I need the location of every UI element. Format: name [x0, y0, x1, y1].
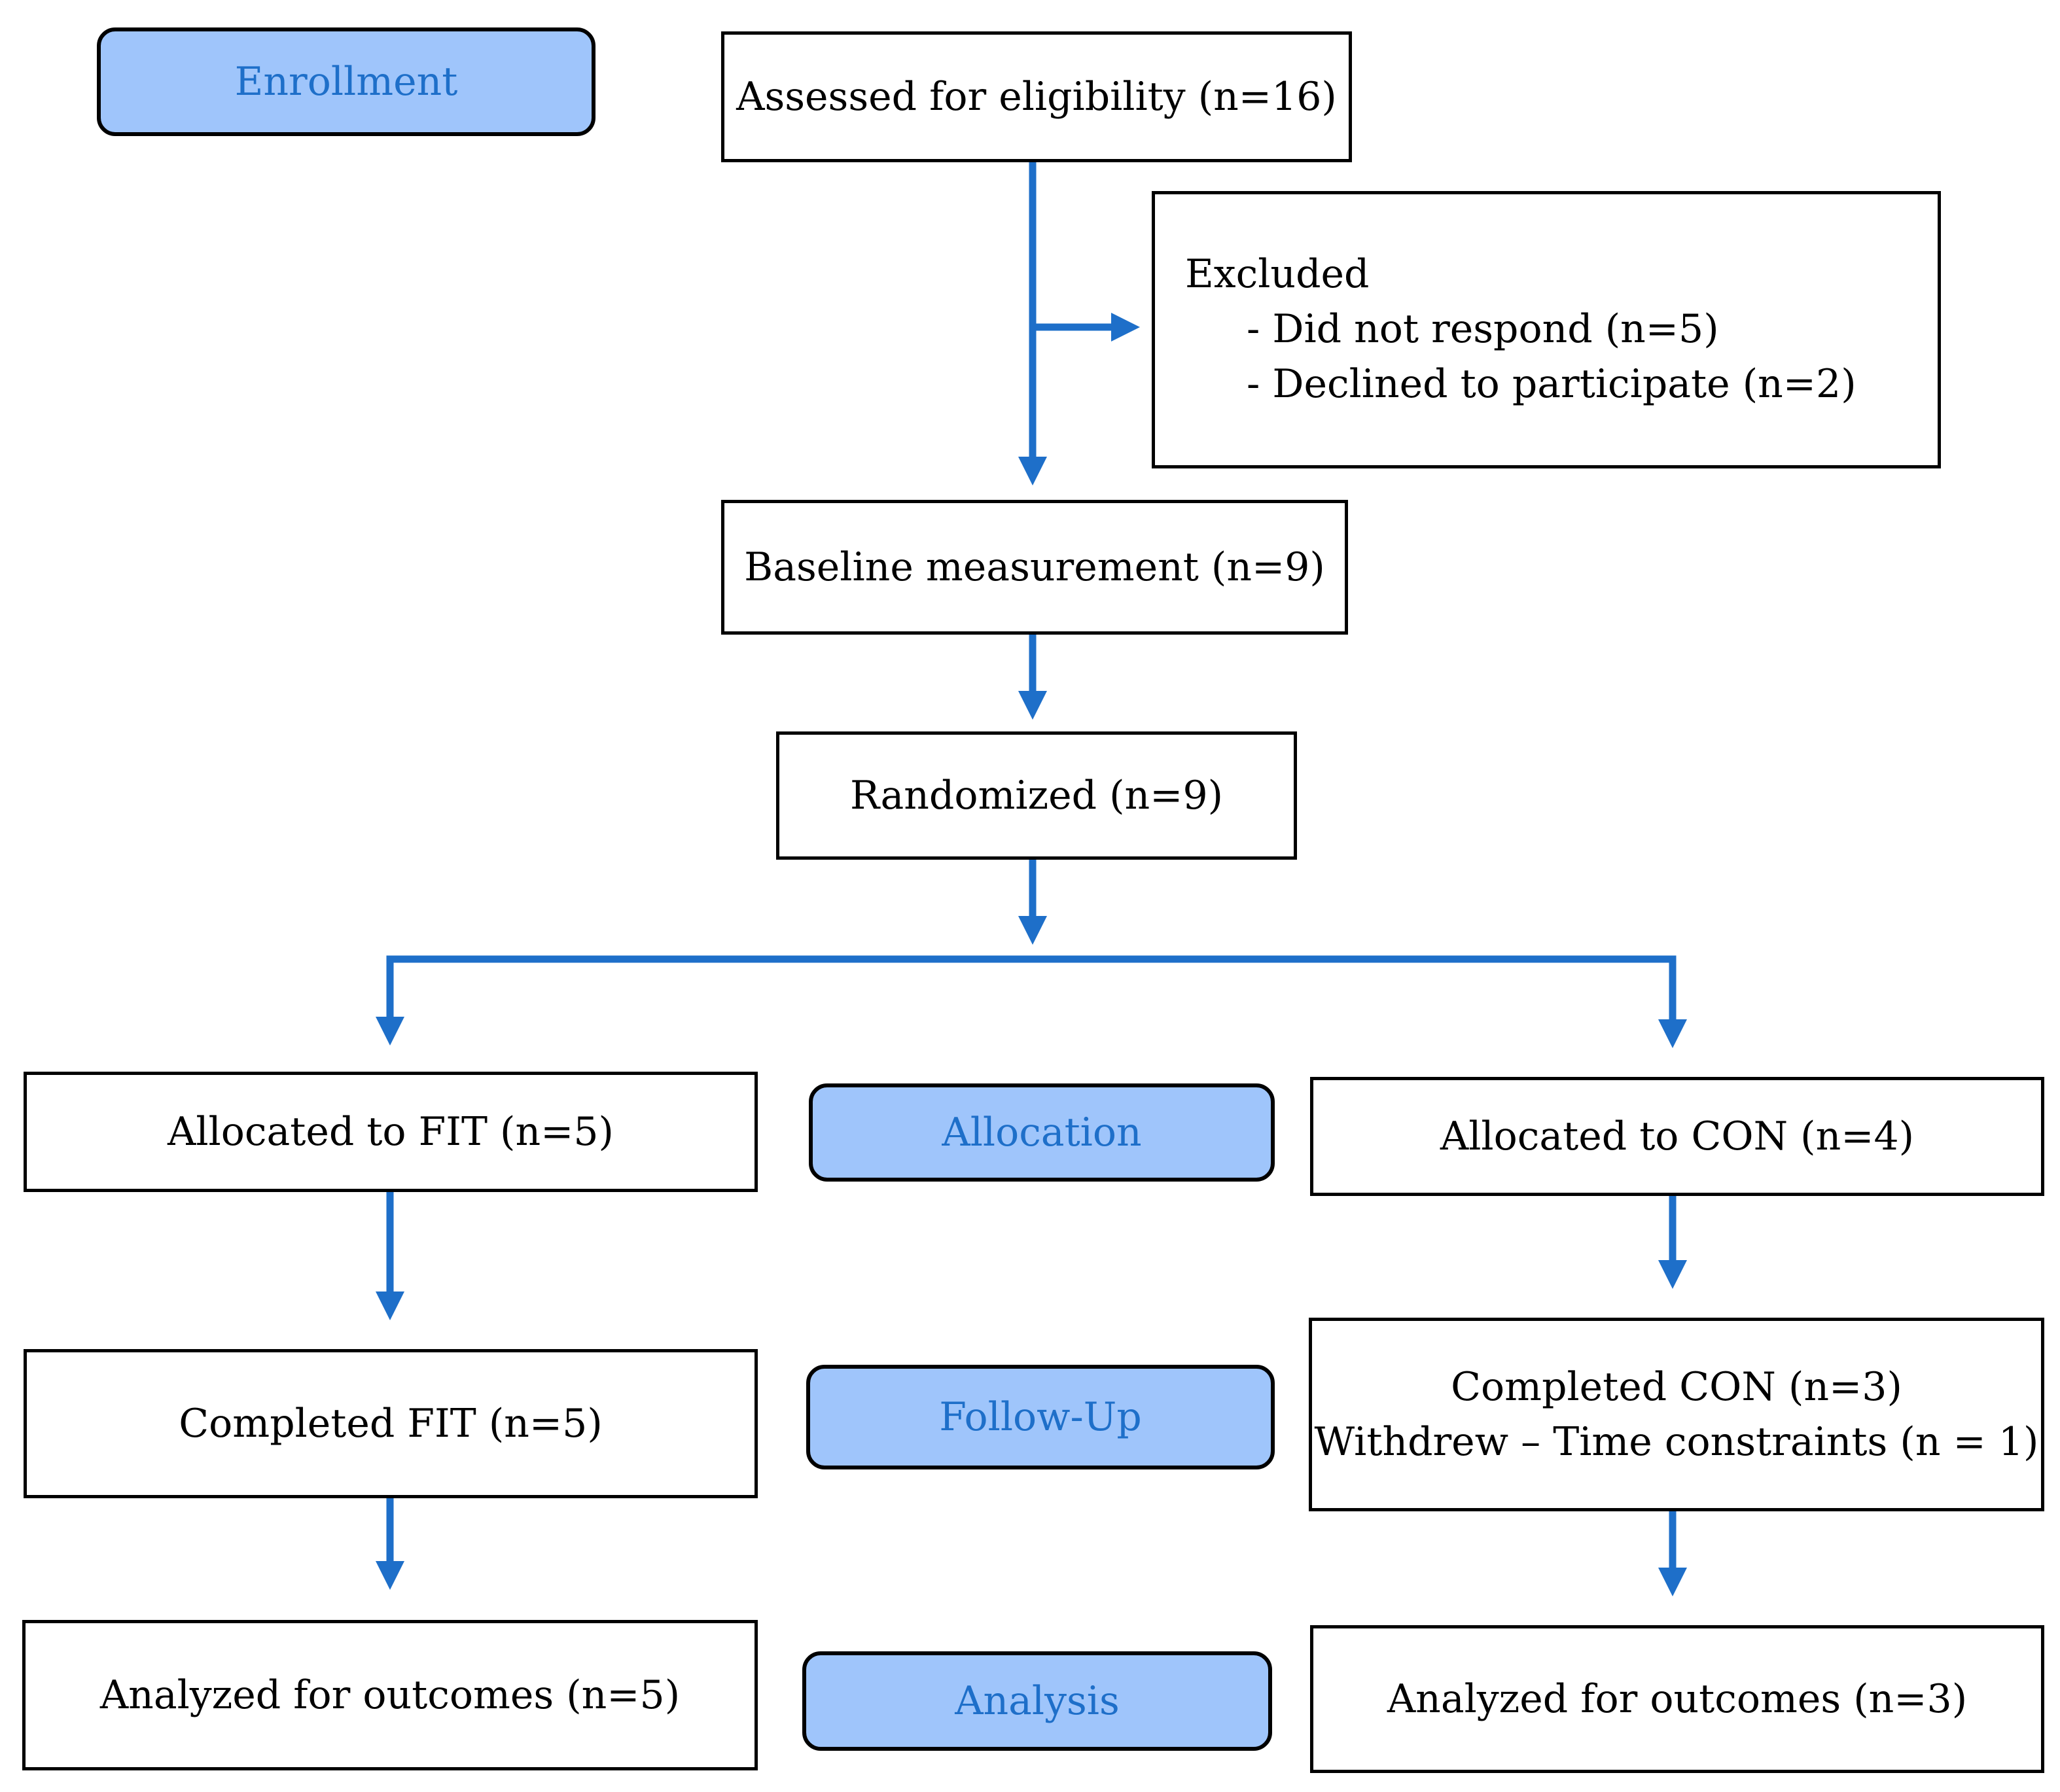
stage-follow-up-label: Follow-Up — [939, 1394, 1142, 1440]
stage-allocation: Allocation — [809, 1083, 1275, 1182]
allocated-con-text: Allocated to CON (n=4) — [1440, 1114, 1915, 1159]
stage-analysis: Analysis — [802, 1651, 1272, 1751]
excluded-item-did-not-respond: - Did not respond (n=5) — [1247, 306, 1719, 352]
split-line — [386, 955, 1677, 1034]
box-analyzed-fit: Analyzed for outcomes (n=5) — [22, 1620, 758, 1770]
stage-enrollment: Enrollment — [97, 27, 595, 136]
stage-allocation-label: Allocation — [942, 1110, 1142, 1155]
allocated-fit-text: Allocated to FIT (n=5) — [168, 1109, 614, 1155]
box-completed-fit: Completed FIT (n=5) — [24, 1349, 758, 1498]
excluded-item-declined: - Declined to participate (n=2) — [1247, 361, 1856, 407]
analyzed-con-text: Analyzed for outcomes (n=3) — [1387, 1676, 1968, 1722]
completed-fit-text: Completed FIT (n=5) — [179, 1401, 603, 1447]
completed-con-line1: Completed CON (n=3) — [1451, 1364, 1902, 1410]
stage-enrollment-label: Enrollment — [234, 59, 458, 105]
stage-analysis-label: Analysis — [955, 1678, 1120, 1724]
box-allocated-fit: Allocated to FIT (n=5) — [24, 1072, 758, 1192]
baseline-text: Baseline measurement (n=9) — [744, 544, 1325, 590]
box-excluded: Excluded - Did not respond (n=5) - Decli… — [1152, 191, 1941, 468]
box-allocated-con: Allocated to CON (n=4) — [1310, 1077, 2044, 1196]
completed-con-line2: Withdrew – Time constraints (n = 1) — [1314, 1419, 2039, 1465]
assessed-text: Assessed for eligibility (n=16) — [736, 74, 1337, 120]
stage-follow-up: Follow-Up — [806, 1365, 1275, 1469]
box-completed-con: Completed CON (n=3) Withdrew – Time cons… — [1309, 1318, 2044, 1511]
box-randomized: Randomized (n=9) — [776, 731, 1297, 860]
randomized-text: Randomized (n=9) — [849, 773, 1224, 818]
excluded-title: Excluded — [1185, 251, 1370, 297]
box-baseline-measurement: Baseline measurement (n=9) — [721, 500, 1348, 635]
analyzed-fit-text: Analyzed for outcomes (n=5) — [99, 1672, 681, 1718]
box-analyzed-con: Analyzed for outcomes (n=3) — [1310, 1625, 2044, 1773]
box-assessed-eligibility: Assessed for eligibility (n=16) — [721, 31, 1352, 162]
